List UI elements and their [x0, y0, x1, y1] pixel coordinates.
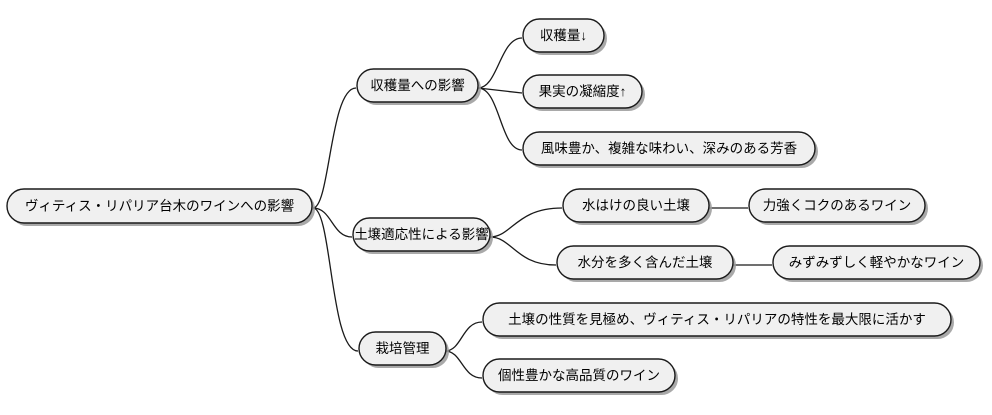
- node-distinctive-quality-wine-label: 個性豊かな高品質のワイン: [498, 367, 660, 383]
- node-yield-decrease-box: [522, 18, 605, 53]
- node-fresh-light-wine-box: [772, 245, 981, 280]
- node-soil-assessment-label: 土壌の性質を見極め、ヴィティス・リパリアの特性を最大限に活かす: [508, 311, 926, 327]
- edge-soil-to-well-drained: [489, 207, 563, 238]
- node-branch-yield[interactable]: 収穫量への影響: [356, 68, 481, 105]
- node-branch-cultivation-label: 栽培管理: [376, 341, 430, 356]
- node-root[interactable]: ヴィティス・リパリア台木のワインへの影響: [6, 188, 315, 226]
- node-branch-cultivation[interactable]: 栽培管理: [358, 331, 449, 368]
- node-yield-decrease-label: 収穫量↓: [540, 28, 587, 43]
- edge-cultivation-to-quality-wine: [444, 350, 483, 379]
- node-moist-soil[interactable]: 水分を多く含んだ土壌: [556, 245, 736, 282]
- node-bold-rich-wine-box: [748, 188, 926, 223]
- node-bold-rich-wine[interactable]: 力強くコクのあるワイン: [748, 188, 928, 225]
- node-distinctive-quality-wine[interactable]: 個性豊かな高品質のワイン: [482, 358, 678, 395]
- edge-root-to-soil: [312, 207, 353, 238]
- node-moist-soil-label: 水分を多く含んだ土壌: [578, 254, 713, 270]
- node-yield-decrease[interactable]: 収穫量↓: [522, 18, 607, 55]
- node-fresh-light-wine[interactable]: みずみずしく軽やかなワイン: [772, 245, 983, 282]
- edge-root-to-yield: [312, 87, 357, 209]
- node-fruit-concentration-label: 果実の凝縮度↑: [539, 84, 627, 99]
- edge-soil-to-moist: [489, 236, 557, 266]
- node-branch-soil-adaptability[interactable]: 土壌適応性による影響: [352, 217, 493, 254]
- node-moist-soil-box: [556, 245, 734, 280]
- node-soil-assessment-box: [482, 302, 952, 337]
- node-branch-cultivation-box: [358, 331, 447, 366]
- edge-root-to-cultivation: [312, 207, 359, 352]
- edge-yield-to-concentration: [477, 87, 523, 94]
- node-fruit-concentration-box: [522, 74, 643, 109]
- node-well-drained-soil[interactable]: 水はけの良い土壌: [562, 188, 712, 225]
- node-layer: ヴィティス・リパリア台木のワインへの影響 収穫量への影響 収穫量↓ 果実の凝縮度…: [6, 18, 983, 395]
- node-well-drained-soil-box: [562, 188, 710, 223]
- node-flavor-profile-box: [522, 131, 816, 166]
- node-fruit-concentration[interactable]: 果実の凝縮度↑: [522, 74, 645, 111]
- node-branch-yield-box: [356, 68, 479, 103]
- node-flavor-profile[interactable]: 風味豊か、複雑な味わい、深みのある芳香: [522, 131, 818, 168]
- node-well-drained-soil-label: 水はけの良い土壌: [582, 198, 690, 213]
- node-root-label: ヴィティス・リパリア台木のワインへの影響: [25, 198, 294, 214]
- node-soil-assessment[interactable]: 土壌の性質を見極め、ヴィティス・リパリアの特性を最大限に活かす: [482, 302, 954, 339]
- edge-cultivation-to-soil-assessment: [444, 321, 483, 352]
- node-bold-rich-wine-label: 力強くコクのあるワイン: [763, 198, 912, 213]
- node-branch-yield-label: 収穫量への影響: [370, 77, 465, 93]
- node-branch-soil-adaptability-label: 土壌適応性による影響: [354, 226, 489, 242]
- node-root-box: [6, 188, 313, 224]
- node-flavor-profile-label: 風味豊か、複雑な味わい、深みのある芳香: [541, 140, 798, 156]
- edge-yield-to-flavor: [477, 87, 523, 151]
- node-branch-soil-adaptability-box: [352, 217, 491, 252]
- node-fresh-light-wine-label: みずみずしく軽やかなワイン: [789, 255, 965, 270]
- node-distinctive-quality-wine-box: [482, 358, 676, 393]
- edge-yield-to-yield-down: [477, 37, 523, 89]
